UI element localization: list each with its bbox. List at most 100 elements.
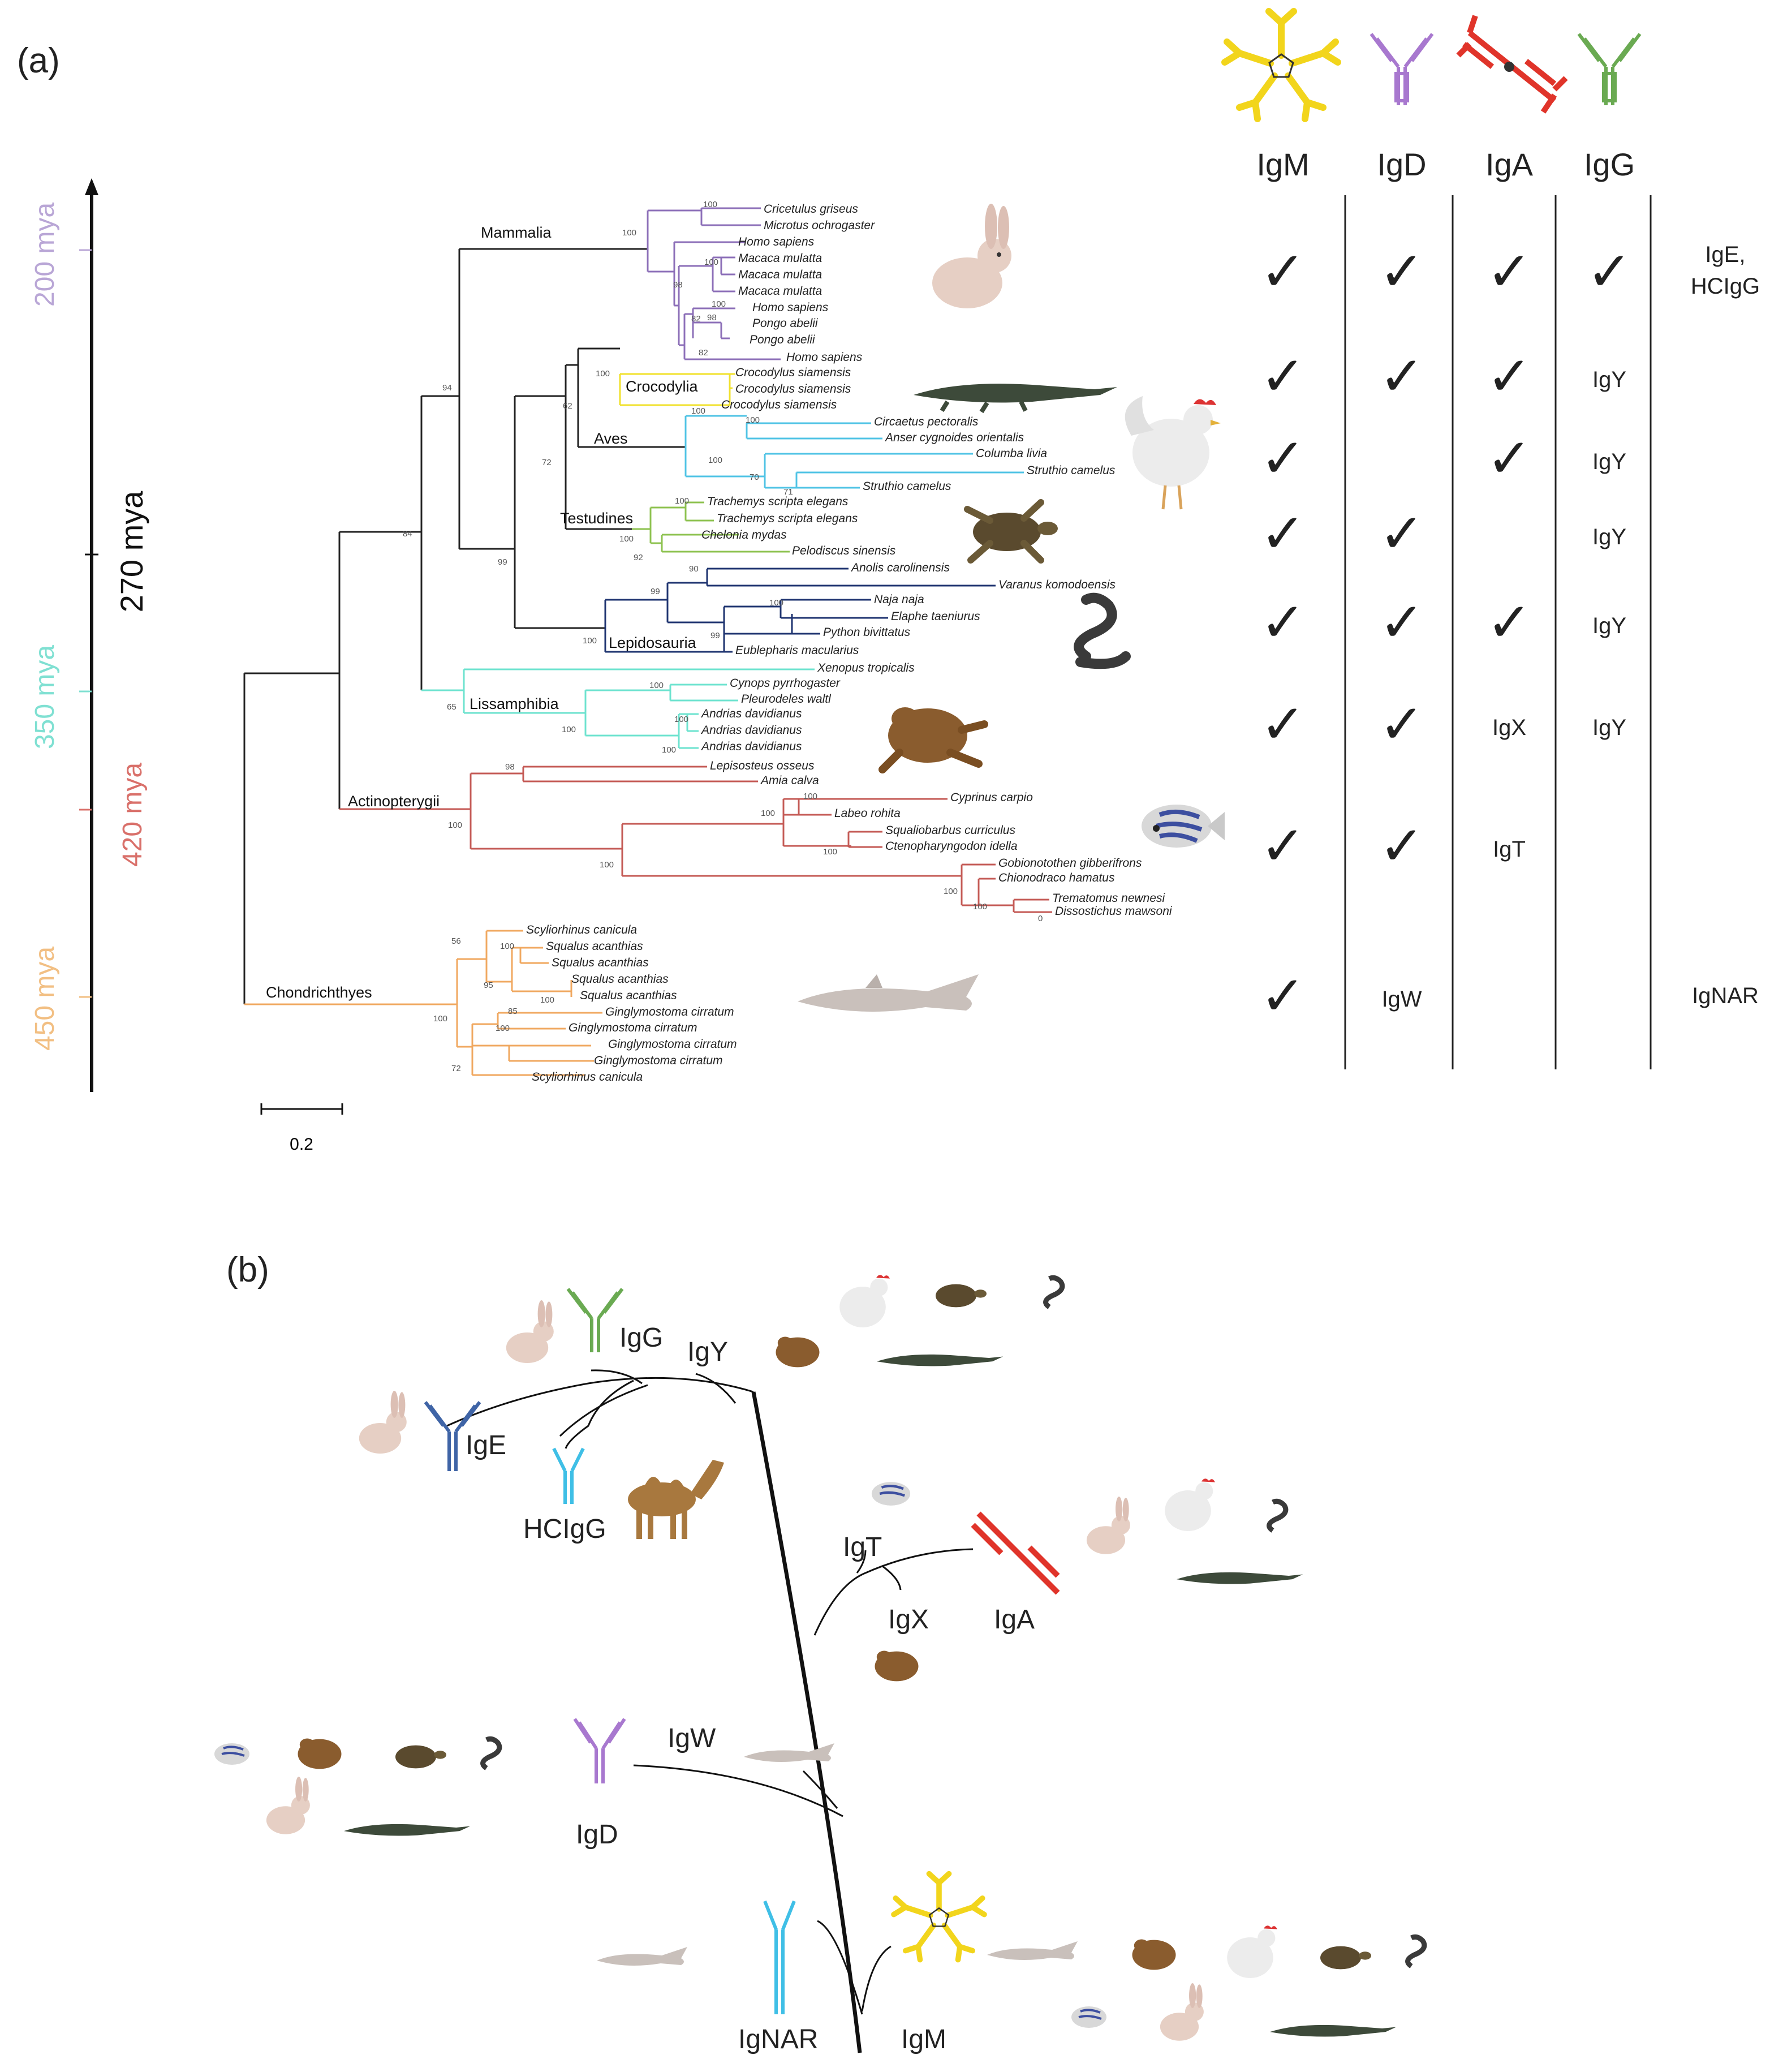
species-label: Columba livia <box>976 447 1047 460</box>
species-label: Struthio camelus <box>1027 464 1116 477</box>
bootstrap-value: 100 <box>712 299 726 309</box>
clade-label-lissamphibia: Lissamphibia <box>470 695 559 712</box>
bootstrap-value: 100 <box>433 1014 447 1024</box>
bootstrap-value: 100 <box>622 228 636 238</box>
check-mark-icon: ✓ <box>1260 814 1306 878</box>
clade-label-actinopterygii: Actinopterygii <box>348 793 440 810</box>
fish-icon <box>1142 805 1225 848</box>
species-label: Python bivittatus <box>823 626 911 639</box>
shark-icon <box>744 1743 834 1762</box>
turtle-icon <box>964 499 1058 564</box>
species-label: Homo sapiens <box>752 301 829 314</box>
extra-isotype-cell: HCIgG <box>1691 274 1760 299</box>
check-mark-icon: ✓ <box>1260 345 1306 408</box>
camel-icon <box>628 1460 724 1539</box>
species-label: Circaetus pectoralis <box>874 415 979 428</box>
check-mark-icon: ✓ <box>1379 345 1424 408</box>
animal-illustrations-a <box>798 204 1225 1012</box>
bootstrap-value: 98 <box>707 313 717 323</box>
bootstrap-value: 100 <box>823 847 837 857</box>
species-label: Ginglymostoma cirratum <box>594 1054 723 1067</box>
species-label: Crocodylus siamensis <box>721 398 837 411</box>
bootstrap-value: 100 <box>746 415 760 425</box>
header-igm: IgM <box>1256 147 1309 182</box>
fish-icon <box>871 1482 911 1506</box>
table-cells: ✓✓✓✓IgE,HCIgG✓✓✓IgY✓✓IgY✓✓IgY✓✓✓IgY✓✓IgX… <box>1260 240 1760 1028</box>
bootstrap-value: 98 <box>505 762 515 772</box>
bootstrap-value: 99 <box>498 557 507 567</box>
crocodile-icon <box>914 384 1117 414</box>
bootstrap-value: 99 <box>651 587 660 596</box>
bootstrap-value: 100 <box>448 820 462 830</box>
bootstrap-value: 100 <box>619 534 634 544</box>
bootstrap-value: 100 <box>703 200 717 209</box>
check-mark-icon: ✓ <box>1260 693 1306 756</box>
species-label: Andrias davidianus <box>700 724 802 737</box>
bootstrap-value: 100 <box>540 995 554 1005</box>
panel-a-label: (a) <box>17 41 60 80</box>
rabbit-icon <box>1160 1983 1204 2041</box>
bootstrap-value: 70 <box>750 472 759 482</box>
crocodile-icon <box>877 1354 1004 1366</box>
species-labels: Cricetulus griseus Microtus ochrogaster … <box>526 203 1173 1084</box>
check-mark-icon: ✓ <box>1260 964 1306 1028</box>
bootstrap-value: 95 <box>484 981 493 990</box>
chicken-icon <box>839 1275 890 1327</box>
clade-label-mammalia: Mammalia <box>481 224 552 241</box>
species-label: Anser cygnoides orientalis <box>884 431 1024 444</box>
clade-label-lepidosauria: Lepidosauria <box>609 634 697 651</box>
check-mark-icon: ✓ <box>1379 814 1424 878</box>
species-label: Trematomus newnesi <box>1052 892 1166 905</box>
species-label: Eublepharis macularius <box>735 644 859 657</box>
bootstrap-value: 56 <box>451 936 461 946</box>
iga-dimer-icon <box>971 1511 1060 1595</box>
check-mark-icon: ✓ <box>1487 345 1532 408</box>
snake-icon <box>1043 1275 1065 1309</box>
hcigg-antibody-icon <box>552 1447 585 1504</box>
bootstrap-value: 82 <box>699 348 708 358</box>
igm-pentamer-icon <box>891 1871 987 1963</box>
snake-icon <box>1267 1498 1289 1533</box>
isotype-cell: IgY <box>1592 525 1626 549</box>
bootstrap-value: 82 <box>691 314 701 324</box>
antibody-icons-b <box>424 1288 1060 2014</box>
panel-b-label: (b) <box>226 1250 269 1289</box>
check-mark-icon: ✓ <box>1379 502 1424 565</box>
label-iga: IgA <box>994 1605 1035 1635</box>
isotype-cell: IgW <box>1381 987 1422 1012</box>
crocodile-icon <box>1177 1572 1303 1584</box>
extra-isotype-cell: IgNAR <box>1692 983 1759 1008</box>
isotype-cell: IgY <box>1592 367 1626 392</box>
snake-icon <box>1405 1934 1427 1968</box>
isotype-cell: IgY <box>1592 449 1626 474</box>
shark-icon <box>597 1947 687 1966</box>
rabbit-icon <box>266 1777 310 1834</box>
species-label: Macaca mulatta <box>738 285 822 298</box>
isotype-cell: IgY <box>1592 715 1626 740</box>
check-mark-icon: ✓ <box>1379 591 1424 654</box>
label-igm: IgM <box>901 2024 946 2054</box>
bootstrap-value: 100 <box>803 792 817 801</box>
bootstrap-value: 100 <box>769 598 783 608</box>
species-label: Crocodylus siamensis <box>735 366 851 379</box>
species-label: Labeo rohita <box>834 807 901 820</box>
igd-antibody-icon <box>1370 33 1434 105</box>
rabbit-icon <box>506 1300 554 1363</box>
species-label: Andrias davidianus <box>700 707 802 720</box>
species-label: Ginglymostoma cirratum <box>569 1021 697 1034</box>
bootstrap-value: 100 <box>674 715 688 724</box>
fish-icon <box>1071 2006 1106 2028</box>
bootstrap-value: 100 <box>662 745 676 755</box>
turtle-icon <box>1320 1946 1371 1970</box>
time-axis: 200 mya 270 mya 350 mya 420 mya 450 mya <box>30 178 149 1092</box>
frog-icon <box>878 707 988 773</box>
bootstrap-value: 85 <box>508 1007 518 1016</box>
bootstrap-value: 62 <box>563 401 572 411</box>
species-label: Pelodiscus sinensis <box>792 544 896 557</box>
species-label: Pongo abelii <box>750 333 816 346</box>
species-label: Cynops pyrrhogaster <box>730 677 841 690</box>
species-label: Homo sapiens <box>738 235 815 248</box>
bootstrap-value: 71 <box>783 487 793 497</box>
species-label: Macaca mulatta <box>738 252 822 265</box>
scale-bar: 0.2 <box>260 1103 343 1154</box>
